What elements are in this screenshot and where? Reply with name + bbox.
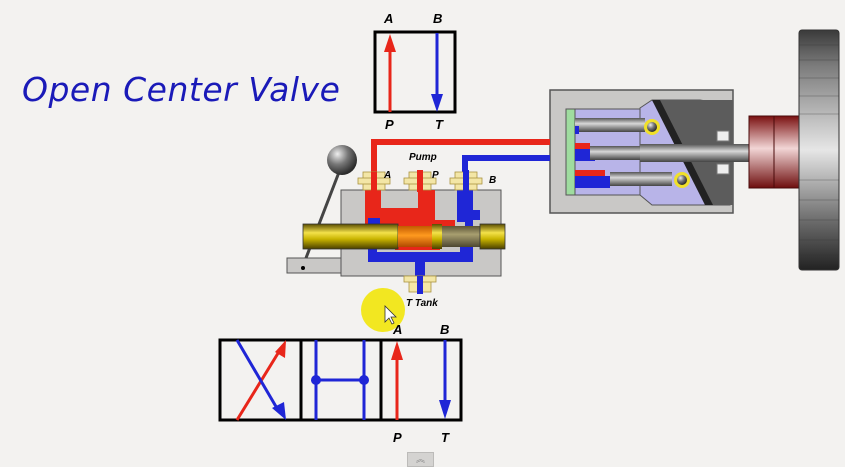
bottom-valve-symbol [218, 338, 463, 422]
port-label-p: P [432, 170, 439, 181]
bottom-label-b: B [440, 322, 450, 337]
bottom-label-a: A [393, 322, 403, 337]
top-label-t: T [435, 117, 443, 132]
bottom-label-t: T [441, 430, 449, 445]
port-label-b: B [489, 175, 497, 186]
top-valve-symbol [373, 30, 457, 114]
piston-pump [549, 89, 800, 214]
valve-body [302, 170, 506, 294]
mouse-pointer-icon [384, 305, 397, 325]
top-label-p: P [385, 117, 394, 132]
top-label-a: A [384, 11, 394, 26]
double-chevron-up-icon: ︽ [415, 454, 425, 464]
port-label-tank: T Tank [406, 298, 438, 309]
port-label-a: A [384, 170, 392, 181]
cursor-highlight [361, 288, 405, 332]
top-label-b: B [433, 11, 443, 26]
port-label-pump: Pump [409, 152, 437, 163]
drive-wheel [798, 29, 840, 271]
bottom-label-p: P [393, 430, 402, 445]
page-title: Open Center Valve [22, 70, 341, 109]
arrow-down-icon [431, 94, 443, 112]
arrow-up-icon [384, 34, 396, 52]
